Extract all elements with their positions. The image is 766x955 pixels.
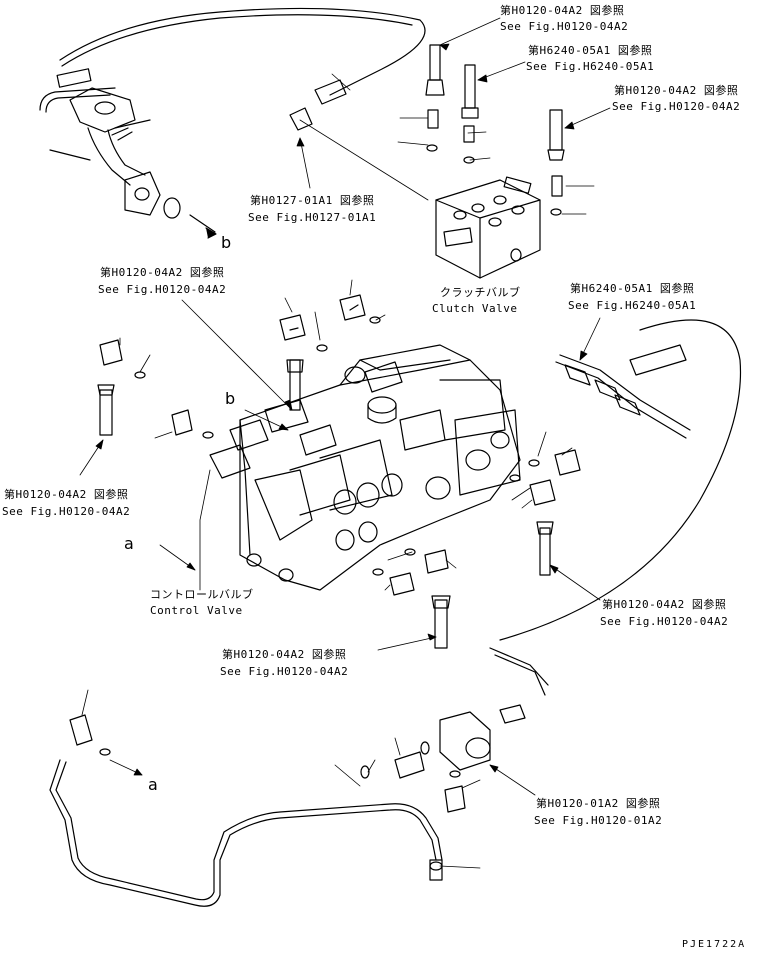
callout-h0120-04a2-right-bottom-jp: 第H0120-04A2 図参照 bbox=[602, 598, 727, 611]
control-valve-label-jp: コントロールバルブ bbox=[150, 588, 254, 601]
elbow-pipe-assembly bbox=[39, 7, 426, 239]
callout-h6240-05a1-top-jp: 第H6240-05A1 図参照 bbox=[528, 44, 653, 57]
marker-a-mid: a bbox=[124, 534, 134, 553]
callout-h0120-04a2-right-top-en: See Fig.H0120-04A2 bbox=[612, 100, 741, 113]
callout-h0127-01a1-jp: 第H0127-01A1 図参照 bbox=[250, 194, 375, 207]
callout-h0120-04a2-top-jp: 第H0120-04A2 図参照 bbox=[500, 4, 625, 17]
callout-h6240-05a1-right-jp: 第H6240-05A1 図参照 bbox=[570, 282, 695, 295]
callout-h0120-04a2-right-top-jp: 第H0120-04A2 図参照 bbox=[614, 84, 739, 97]
callout-h0120-04a2-mid-en: See Fig.H0120-04A2 bbox=[98, 283, 227, 296]
callout-h0120-04a2-left-jp: 第H0120-04A2 図参照 bbox=[4, 488, 129, 501]
clutch-valve-label-en: Clutch Valve bbox=[432, 302, 518, 315]
leader-lines bbox=[79, 17, 611, 796]
clutch-valve-label-jp: クラッチバルブ bbox=[440, 286, 521, 299]
callout-h0120-04a2-bottom-jp: 第H0120-04A2 図参照 bbox=[222, 648, 347, 661]
callout-h0120-01a2-jp: 第H0120-01A2 図参照 bbox=[536, 797, 661, 810]
clutch-valve-body bbox=[435, 176, 541, 279]
callout-h0127-01a1-en: See Fig.H0127-01A1 bbox=[248, 211, 377, 224]
item-marks bbox=[81, 73, 595, 869]
right-pipe-assembly bbox=[489, 319, 742, 724]
control-valve-label-en: Control Valve bbox=[150, 604, 243, 617]
callout-h0120-01a2-en: See Fig.H0120-01A2 bbox=[534, 814, 663, 827]
callout-h0120-04a2-bottom-en: See Fig.H0120-04A2 bbox=[220, 665, 349, 678]
callout-h0120-04a2-top-en: See Fig.H0120-04A2 bbox=[500, 20, 629, 33]
callout-h0120-04a2-left-en: See Fig.H0120-04A2 bbox=[2, 505, 131, 518]
callout-h6240-05a1-top-en: See Fig.H6240-05A1 bbox=[526, 60, 655, 73]
top-fittings bbox=[289, 44, 565, 216]
bottom-pipe-assembly bbox=[49, 714, 443, 907]
drawing-code: PJE1722A bbox=[682, 939, 747, 950]
marker-b-top: b bbox=[221, 233, 232, 252]
callout-h0120-04a2-mid-jp: 第H0120-04A2 図参照 bbox=[100, 266, 225, 279]
callout-h0120-04a2-right-bottom-en: See Fig.H0120-04A2 bbox=[600, 615, 729, 628]
marker-b-mid: b bbox=[225, 389, 236, 408]
solenoid-block bbox=[360, 711, 491, 813]
control-valve-body bbox=[199, 344, 521, 591]
marker-a-bottom: a bbox=[148, 775, 158, 794]
callout-h6240-05a1-right-en: See Fig.H6240-05A1 bbox=[568, 299, 697, 312]
